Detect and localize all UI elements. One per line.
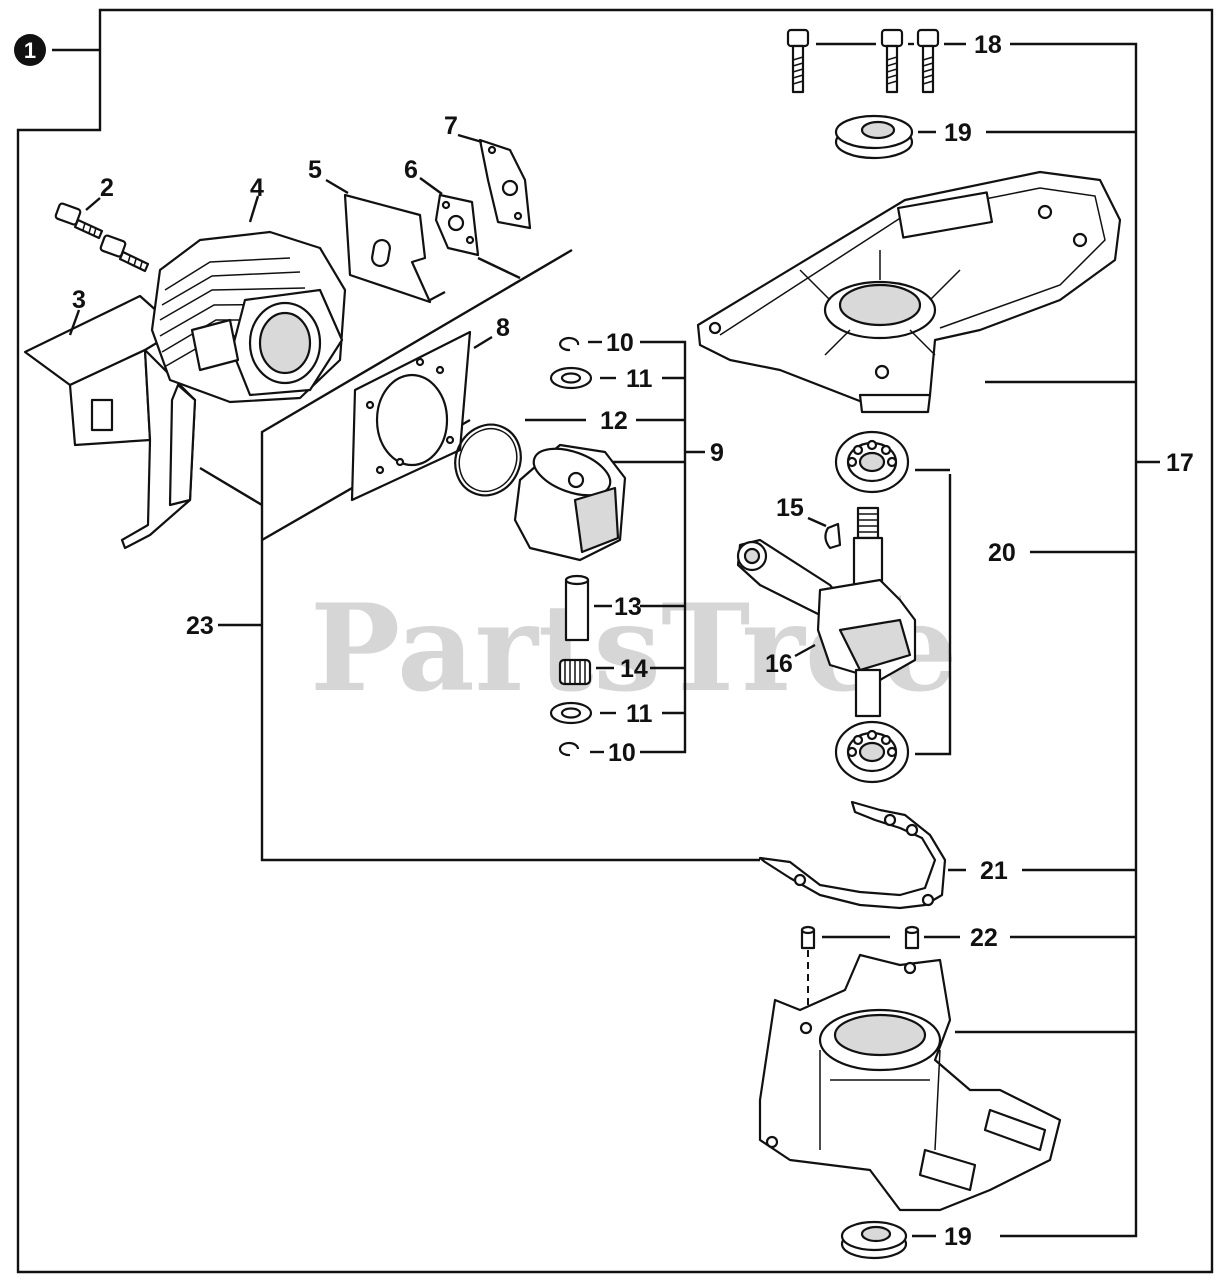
callout-23[interactable]: 23: [186, 612, 214, 640]
callout-7[interactable]: 7: [444, 112, 458, 140]
main-bearing-bottom: [834, 720, 910, 784]
piston-group-bracket: [640, 340, 687, 754]
washer-top: [549, 366, 593, 390]
callout-13[interactable]: 13: [614, 593, 642, 621]
callout-4[interactable]: 4: [250, 174, 264, 202]
callout-5-leader: [325, 178, 349, 195]
callout-7-leader: [457, 133, 483, 144]
callout-8[interactable]: 8: [496, 314, 510, 342]
piston: [513, 443, 627, 562]
callout-17[interactable]: 17: [1166, 449, 1194, 477]
callout-2[interactable]: 2: [100, 174, 114, 202]
callout-19-bottom[interactable]: 19: [944, 1223, 972, 1251]
callout-16-leader: [794, 643, 816, 658]
needle-bearing: [558, 658, 592, 686]
main-bearing-top: [834, 430, 910, 494]
cylinder-bolt-upper: [54, 202, 104, 240]
circlip-top: [559, 336, 580, 352]
piston-ring: [454, 423, 522, 497]
callout-20[interactable]: 20: [988, 539, 1016, 567]
muffler-gasket: [343, 193, 432, 304]
piston-pin: [564, 574, 590, 642]
callout-9[interactable]: 9: [710, 439, 724, 467]
circlip-bottom: [558, 741, 580, 757]
crankcase-screw-2: [880, 28, 904, 94]
crankcase-screw-1: [786, 28, 810, 94]
callout-15[interactable]: 15: [776, 494, 804, 522]
gasket-5-bracket: [429, 290, 446, 302]
callout-3[interactable]: 3: [72, 286, 86, 314]
heat-shield: [23, 294, 197, 550]
callout-4-leader: [248, 195, 260, 223]
callout-6-leader: [419, 177, 443, 195]
intake-gasket: [434, 193, 480, 257]
callout-3-leader: [68, 309, 81, 336]
callout-18[interactable]: 18: [974, 31, 1002, 59]
woodruff-key: [824, 522, 842, 550]
shield-leader-line: [199, 466, 263, 507]
callout-16[interactable]: 16: [765, 650, 793, 678]
cylinder-base-gasket: [350, 330, 472, 502]
callout-5[interactable]: 5: [308, 156, 322, 184]
svg-text:1: 1: [24, 38, 36, 63]
crankcase-gasket: [758, 800, 947, 910]
callout-15-leader: [807, 516, 827, 528]
callout-8-leader: [473, 335, 493, 350]
callout-10-bottom[interactable]: 10: [608, 739, 636, 767]
crankcase-upper-half: [696, 170, 1122, 414]
dowel-pin-left: [800, 925, 816, 950]
cylinder-group-bracket: [260, 248, 760, 862]
callout-21[interactable]: 21: [980, 857, 1008, 885]
cylinder: [150, 230, 347, 404]
gasket-6-bracket: [477, 256, 521, 280]
callout-14[interactable]: 14: [620, 655, 648, 683]
callout-11-top[interactable]: 11: [626, 365, 653, 393]
assembly-badge[interactable]: 1: [14, 34, 46, 66]
callout-12[interactable]: 12: [600, 407, 628, 435]
cylinder-bolt-lower: [99, 234, 150, 273]
bearing-bracket: [915, 474, 952, 756]
crankcase-lower-half: [758, 953, 1062, 1212]
carburetor-gasket: [478, 138, 532, 230]
callout-22[interactable]: 22: [970, 924, 998, 952]
oil-seal-top: [834, 114, 914, 160]
assembly-frame: [16, 8, 1214, 1274]
crankcase-screw-3: [916, 28, 940, 94]
callout-11-bottom[interactable]: 11: [626, 700, 653, 728]
callout-19-top[interactable]: 19: [944, 119, 972, 147]
crankshaft: [736, 506, 917, 718]
crankcase-group-bracket: [1000, 42, 1138, 1238]
callout-10-top[interactable]: 10: [606, 329, 634, 357]
dowel-pin-right: [904, 925, 920, 950]
callout-6[interactable]: 6: [404, 156, 418, 184]
oil-seal-bottom: [840, 1220, 908, 1260]
callout-2-leader: [85, 197, 101, 211]
washer-bottom: [549, 701, 593, 725]
